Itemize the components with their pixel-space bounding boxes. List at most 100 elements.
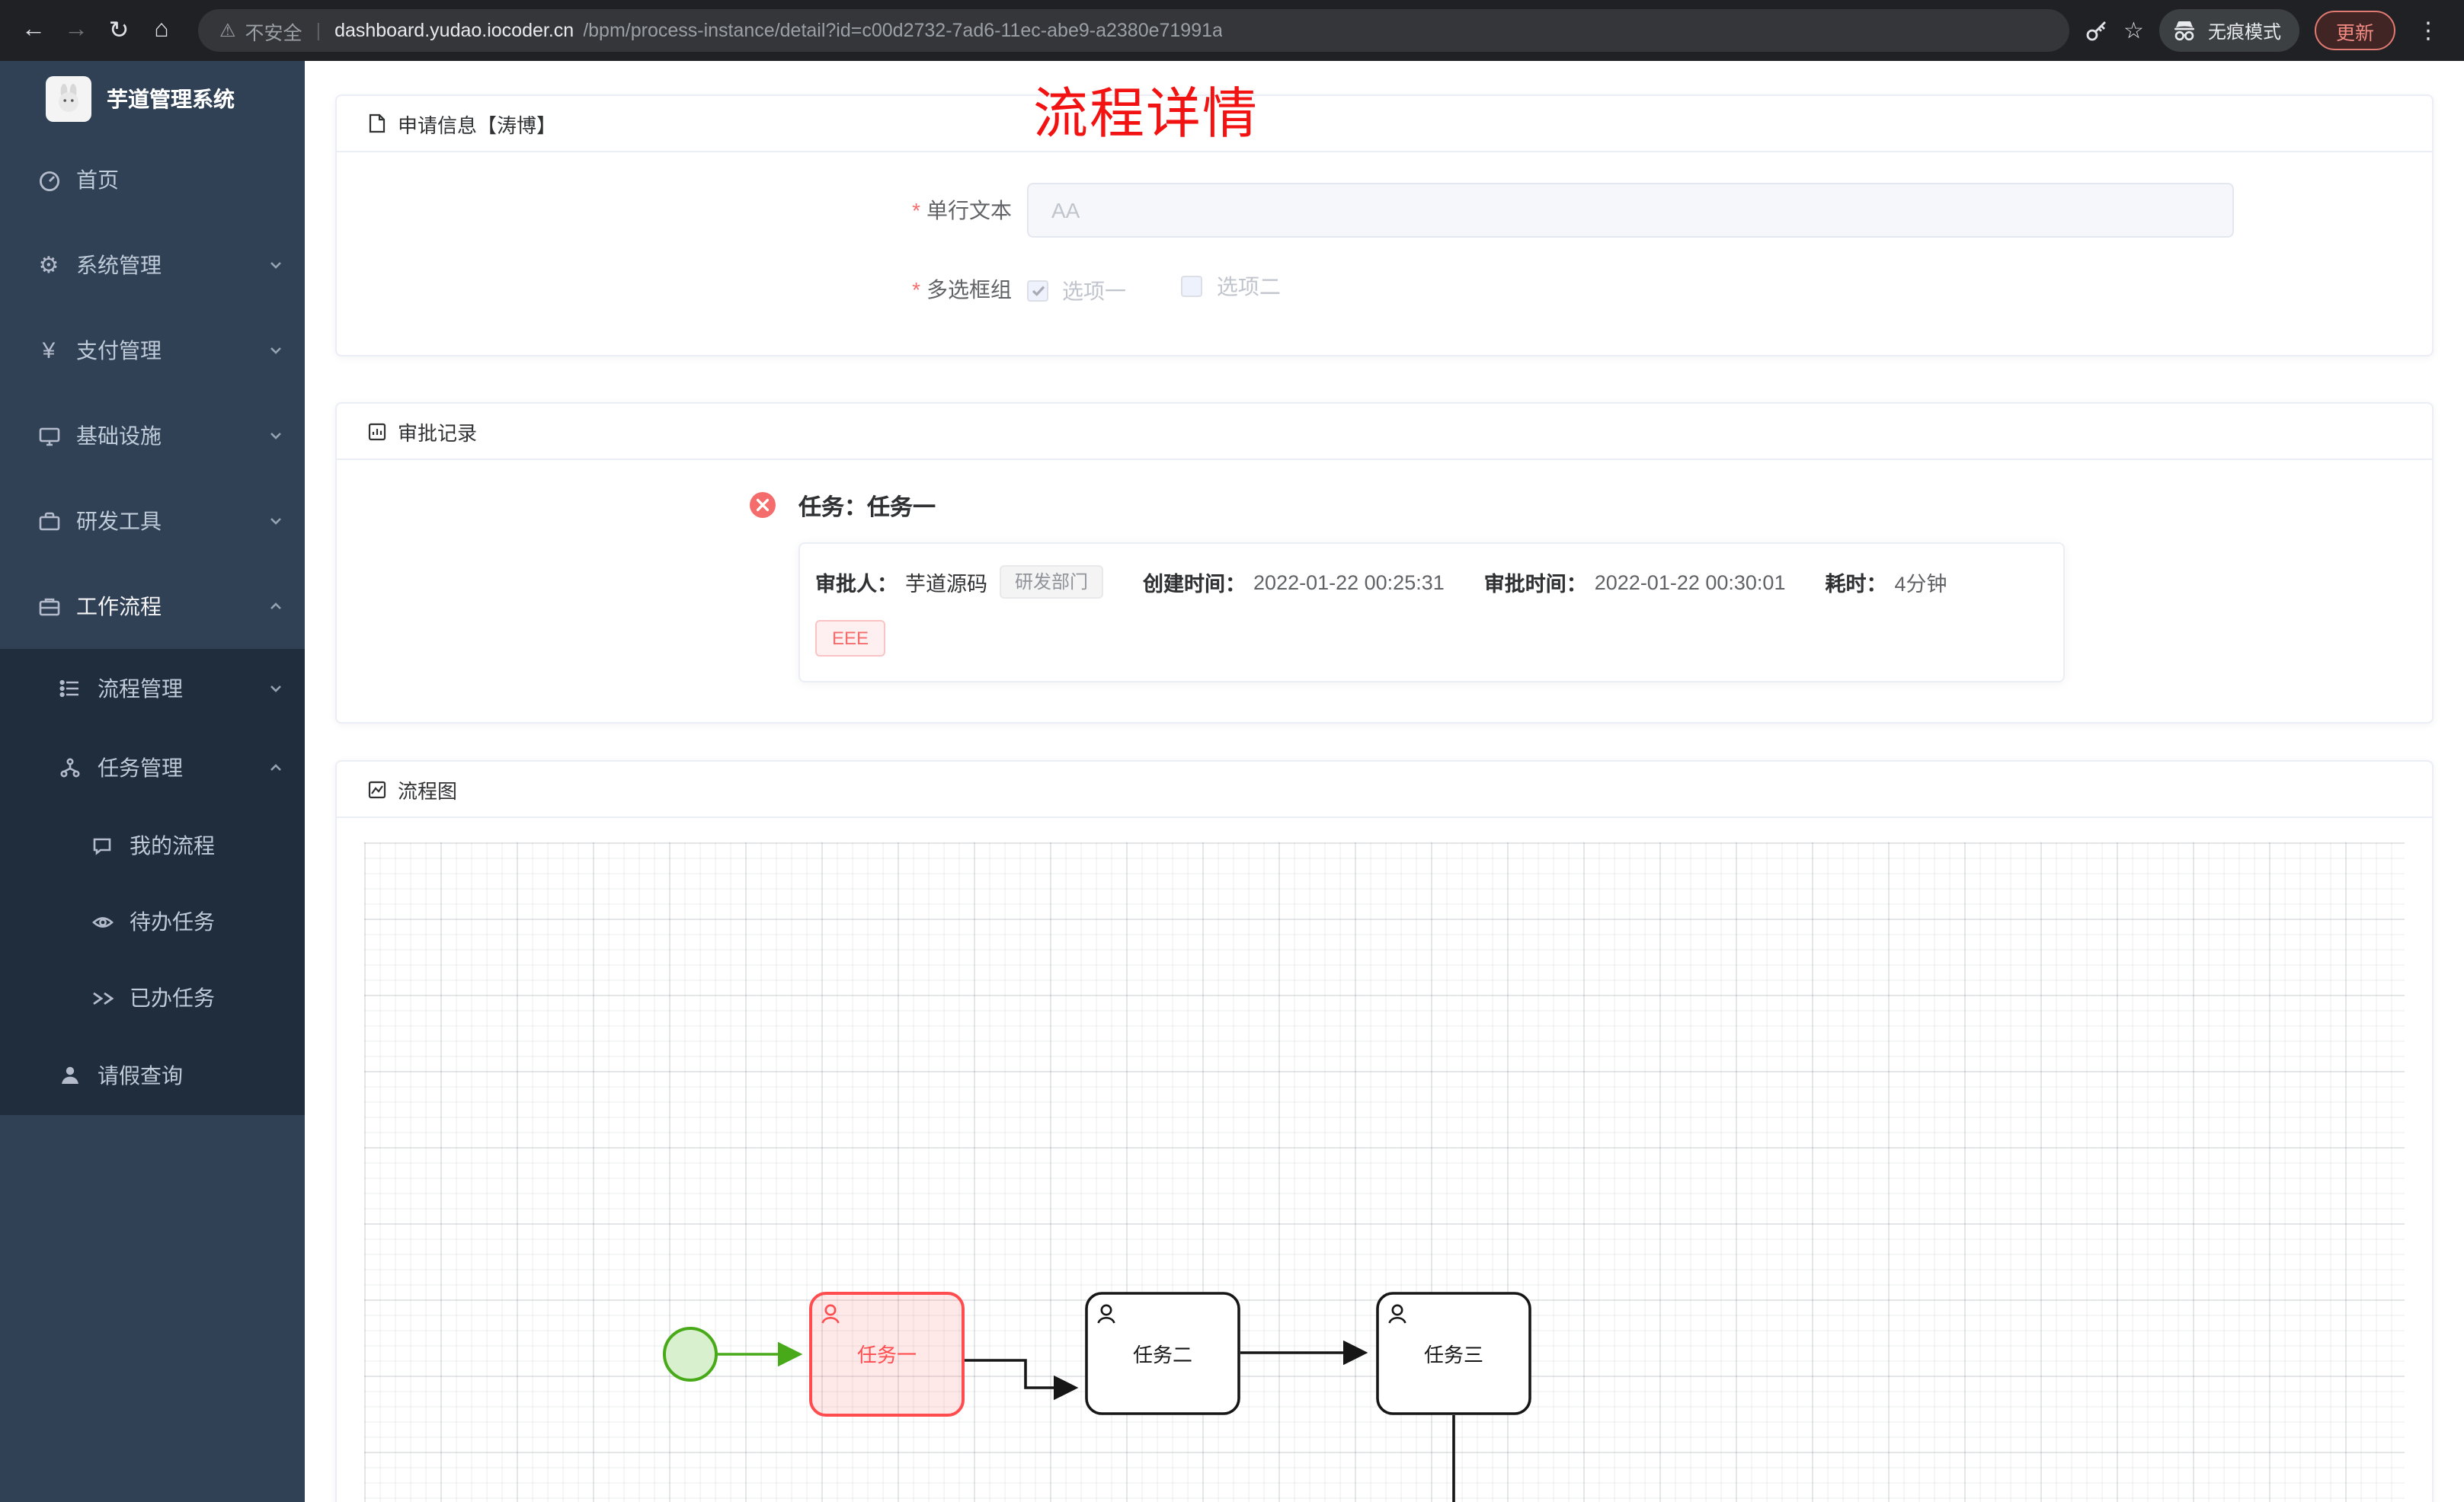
not-secure-icon: ⚠ (219, 20, 236, 41)
home-icon[interactable]: ⌂ (154, 17, 169, 43)
approver-name: 芋道源码 (905, 573, 987, 596)
eye-icon (84, 910, 120, 933)
checkbox-group: 选项一 选项二 (1027, 271, 1330, 306)
audit-time-label: 审批时间： (1483, 573, 1587, 596)
apply-info-card: 申请信息【涛博】 *单行文本 *多选框组 (335, 94, 2434, 356)
reload-icon[interactable]: ↻ (108, 18, 130, 44)
audit-record-card-header: 审批记录 (337, 404, 2432, 460)
gear-icon: ⚙ (38, 253, 59, 279)
url-host: dashboard.yudao.iocoder.cn (334, 20, 574, 41)
yen-icon: ¥ (42, 337, 56, 363)
duration-value: 4分钟 (1894, 573, 1947, 596)
chevron-down-icon (268, 428, 283, 443)
audit-record-card: 审批记录 任务：任务一 审批人：芋道源码研发部门 创建时间：2022-01-22… (335, 402, 2434, 724)
svg-text:任务三: 任务三 (1424, 1344, 1483, 1366)
dashboard-icon (30, 168, 67, 191)
main-content: 流程详情 申请信息【涛博】 *单行文本 (305, 61, 2464, 1502)
duration-label: 耗时： (1825, 573, 1887, 596)
sidebar-item-home[interactable]: 首页 (0, 137, 305, 222)
chevron-down-icon (268, 343, 283, 358)
audit-reason-tag: EEE (815, 620, 886, 657)
user-task-icon (1097, 1304, 1115, 1324)
workflow-submenu: 流程管理 任务管理 (0, 649, 305, 1115)
bpmn-flow-task1-to-task2 (965, 1359, 1079, 1401)
sidebar-item-todo-tasks[interactable]: 待办任务 (0, 884, 305, 960)
audit-detail-card: 审批人：芋道源码研发部门 创建时间：2022-01-22 00:25:31 审批… (798, 542, 2065, 682)
chevron-down-icon (268, 257, 283, 273)
logo-avatar (46, 76, 91, 122)
sidebar-item-my-process[interactable]: 我的流程 (0, 807, 305, 884)
person-icon (52, 1065, 88, 1086)
infrastructure-icon (30, 424, 67, 447)
sidebar-item-done-tasks[interactable]: 已办任务 (0, 960, 305, 1036)
record-icon (367, 421, 387, 441)
process-list-icon (52, 678, 88, 699)
address-bar[interactable]: ⚠ 不安全 | dashboard.yudao.iocoder.cn/bpm/p… (198, 9, 2069, 52)
svg-text:任务二: 任务二 (1133, 1344, 1192, 1366)
forward-icon[interactable]: → (64, 17, 88, 43)
document-icon (367, 113, 387, 134)
process-diagram-card-header: 流程图 (337, 762, 2432, 818)
task-title: 任务：任务一 (798, 495, 936, 521)
chevron-down-icon (268, 513, 283, 529)
user-task-icon (1388, 1304, 1406, 1324)
browser-menu-icon[interactable]: ⋮ (2417, 18, 2440, 44)
process-diagram-card: 流程图 (335, 760, 2434, 1502)
bpmn-task-2[interactable]: 任务二 (1085, 1292, 1240, 1415)
create-time-value: 2022-01-22 00:25:31 (1253, 570, 1445, 593)
sidebar-item-infrastructure[interactable]: 基础设施 (0, 393, 305, 478)
apply-info-card-header: 申请信息【涛博】 (337, 96, 2432, 152)
key-icon[interactable] (2084, 18, 2108, 43)
tools-icon (30, 510, 67, 532)
task-tree-icon (52, 757, 88, 778)
back-icon[interactable]: ← (21, 17, 46, 43)
diagram-icon (367, 779, 387, 799)
checkbox-option-1[interactable]: 选项一 (1027, 276, 1126, 306)
checkbox-unchecked-icon (1181, 276, 1203, 297)
incognito-label: 无痕模式 (2207, 21, 2281, 42)
sidebar-item-payment[interactable]: ¥ 支付管理 (0, 308, 305, 393)
divider: | (315, 20, 322, 41)
security-label: 不安全 (245, 22, 302, 43)
single-line-text-input[interactable] (1027, 183, 2234, 238)
sidebar-item-system[interactable]: ⚙ 系统管理 (0, 222, 305, 308)
url-path: /bpm/process-instance/detail?id=c00d2732… (583, 20, 1223, 41)
sidebar-item-workflow[interactable]: 工作流程 (0, 564, 305, 649)
app-title: 芋道管理系统 (107, 87, 235, 111)
page-title: 流程详情 (1033, 82, 1259, 145)
sidebar: 芋道管理系统 首页 ⚙ 系统管理 ¥ 支付管理 (0, 61, 305, 1502)
sidebar-item-process-mgmt[interactable]: 流程管理 (0, 649, 305, 728)
approver-label: 审批人： (815, 573, 898, 596)
done-icon (84, 986, 120, 1009)
checkbox-option-2[interactable]: 选项二 (1181, 271, 1281, 302)
user-task-icon (821, 1304, 840, 1324)
sidebar-item-task-mgmt[interactable]: 任务管理 (0, 728, 305, 807)
bookmark-star-icon[interactable]: ☆ (2123, 18, 2144, 44)
form-row-checkbox: *多选框组 选项一 选项二 (337, 271, 2432, 306)
checkbox-checked-icon (1027, 280, 1048, 302)
incognito-badge: 无痕模式 (2158, 9, 2299, 52)
audit-time-value: 2022-01-22 00:30:01 (1594, 570, 1786, 593)
update-button[interactable]: 更新 (2314, 11, 2395, 50)
field-label-text: *单行文本 (912, 198, 1012, 222)
field-label-checkbox: *多选框组 (912, 276, 1012, 301)
chevron-up-icon (268, 599, 283, 614)
browser-toolbar: ← → ↻ ⌂ ⚠ 不安全 | dashboard.yudao.iocoder.… (0, 0, 2464, 61)
bpmn-task-3[interactable]: 任务三 (1376, 1292, 1531, 1415)
bpmn-canvas[interactable]: 任务一 任务二 (364, 842, 2405, 1502)
create-time-label: 创建时间： (1143, 573, 1246, 596)
svg-text:任务一: 任务一 (857, 1344, 917, 1366)
bpmn-task-1[interactable]: 任务一 (809, 1292, 965, 1417)
my-process-icon (84, 835, 120, 856)
sidebar-item-leave-query[interactable]: 请假查询 (0, 1036, 305, 1115)
chevron-down-icon (268, 681, 283, 696)
chevron-up-icon (268, 760, 283, 775)
workflow-icon (30, 595, 67, 618)
app-logo: 芋道管理系统 (0, 61, 305, 137)
bpmn-start-event[interactable] (663, 1327, 718, 1382)
reject-status-icon (748, 491, 777, 519)
incognito-icon (2174, 20, 2194, 40)
sidebar-item-devtools[interactable]: 研发工具 (0, 478, 305, 564)
form-row-text: *单行文本 (337, 183, 2432, 238)
